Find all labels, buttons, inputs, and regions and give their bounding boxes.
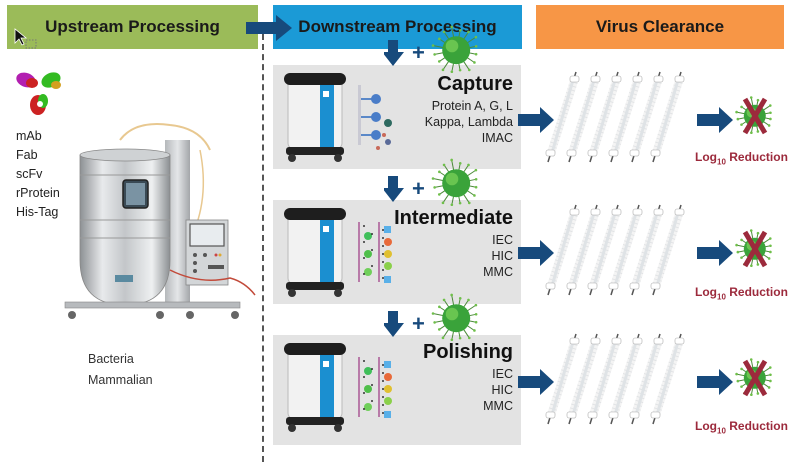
log-reduction-label: Log10 Reduction — [695, 285, 788, 302]
cursor-icon — [14, 28, 37, 49]
virus-icon — [431, 158, 478, 206]
down-arrow-icon: + — [384, 311, 425, 337]
column-icon — [587, 204, 622, 296]
column-icon — [629, 204, 664, 296]
method-item: IMAC — [481, 131, 513, 145]
arrow-icon — [518, 107, 554, 133]
column-icon — [545, 71, 580, 163]
product-item: His-Tag — [16, 205, 59, 219]
virus-clearance-header: Virus Clearance — [536, 5, 784, 49]
section-divider — [262, 34, 264, 462]
method-item: Protein A, G, L — [431, 99, 513, 113]
cross-icon — [742, 230, 768, 268]
plus-sign: + — [412, 311, 425, 336]
upstream-processing-label: Upstream Processing — [45, 17, 220, 36]
product-item: Fab — [16, 148, 38, 162]
downstream-processing-label: Downstream Processing — [298, 17, 497, 36]
cross-icon — [742, 97, 768, 135]
arrow-icon — [246, 15, 292, 41]
column-icon — [545, 204, 580, 296]
column-icon — [545, 204, 685, 296]
down-arrow-icon: + — [384, 176, 425, 202]
stage-methods: IEC HIC MMC — [483, 366, 513, 414]
column-icon — [566, 333, 601, 425]
log-reduction-label: Log10 Reduction — [695, 419, 788, 436]
stage-title: Intermediate — [394, 207, 513, 229]
column-icon — [545, 333, 685, 425]
stage-methods: IEC HIC MMC — [483, 232, 513, 280]
method-item: MMC — [483, 399, 513, 413]
stage-methods: Protein A, G, L Kappa, Lambda IMAC — [425, 98, 513, 146]
method-item: Kappa, Lambda — [424, 115, 513, 129]
method-item: HIC — [491, 383, 513, 397]
host-item: Bacteria — [88, 352, 134, 366]
column-icon — [608, 204, 643, 296]
host-item: Mammalian — [88, 373, 153, 387]
column-icon — [608, 333, 643, 425]
log-reduction-label: Log10 Reduction — [695, 150, 788, 167]
column-icon — [566, 71, 601, 163]
arrow-icon — [697, 369, 733, 395]
column-icon — [545, 333, 580, 425]
virus-icon — [431, 25, 478, 73]
bioreactor-icon — [64, 123, 256, 319]
arrow-icon — [697, 107, 733, 133]
host-organism-list: Bacteria Mammalian — [88, 349, 153, 391]
chromatography-system-icon — [284, 208, 392, 297]
product-item: mAb — [16, 129, 42, 143]
column-icon — [545, 71, 685, 163]
column-icon — [650, 71, 685, 163]
virus-clearance-label: Virus Clearance — [595, 17, 725, 36]
plus-sign: + — [412, 40, 425, 65]
method-item: IEC — [492, 367, 513, 381]
arrow-icon — [518, 369, 554, 395]
method-item: MMC — [483, 265, 513, 279]
plus-sign: + — [412, 176, 425, 201]
upstream-product-list: mAb Fab scFv rProtein His-Tag — [16, 127, 60, 222]
arrow-icon — [697, 240, 733, 266]
chromatography-system-icon — [284, 343, 392, 432]
cross-icon — [742, 359, 768, 397]
virus-icon — [431, 293, 478, 341]
column-icon — [608, 71, 643, 163]
column-icon — [587, 71, 622, 163]
method-item: IEC — [492, 233, 513, 247]
down-arrow-icon: + — [384, 40, 425, 66]
method-item: HIC — [491, 249, 513, 263]
column-icon — [629, 333, 664, 425]
chromatography-system-icon — [284, 73, 392, 162]
column-icon — [650, 204, 685, 296]
arrow-icon — [518, 240, 554, 266]
product-item: rProtein — [16, 186, 60, 200]
product-item: scFv — [16, 167, 43, 181]
stage-title: Capture — [437, 73, 513, 95]
column-icon — [629, 71, 664, 163]
column-icon — [650, 333, 685, 425]
stage-title: Polishing — [423, 341, 513, 363]
column-icon — [566, 204, 601, 296]
column-icon — [587, 333, 622, 425]
upstream-processing-header: Upstream Processing — [7, 5, 258, 49]
antibody-icon — [16, 72, 61, 115]
